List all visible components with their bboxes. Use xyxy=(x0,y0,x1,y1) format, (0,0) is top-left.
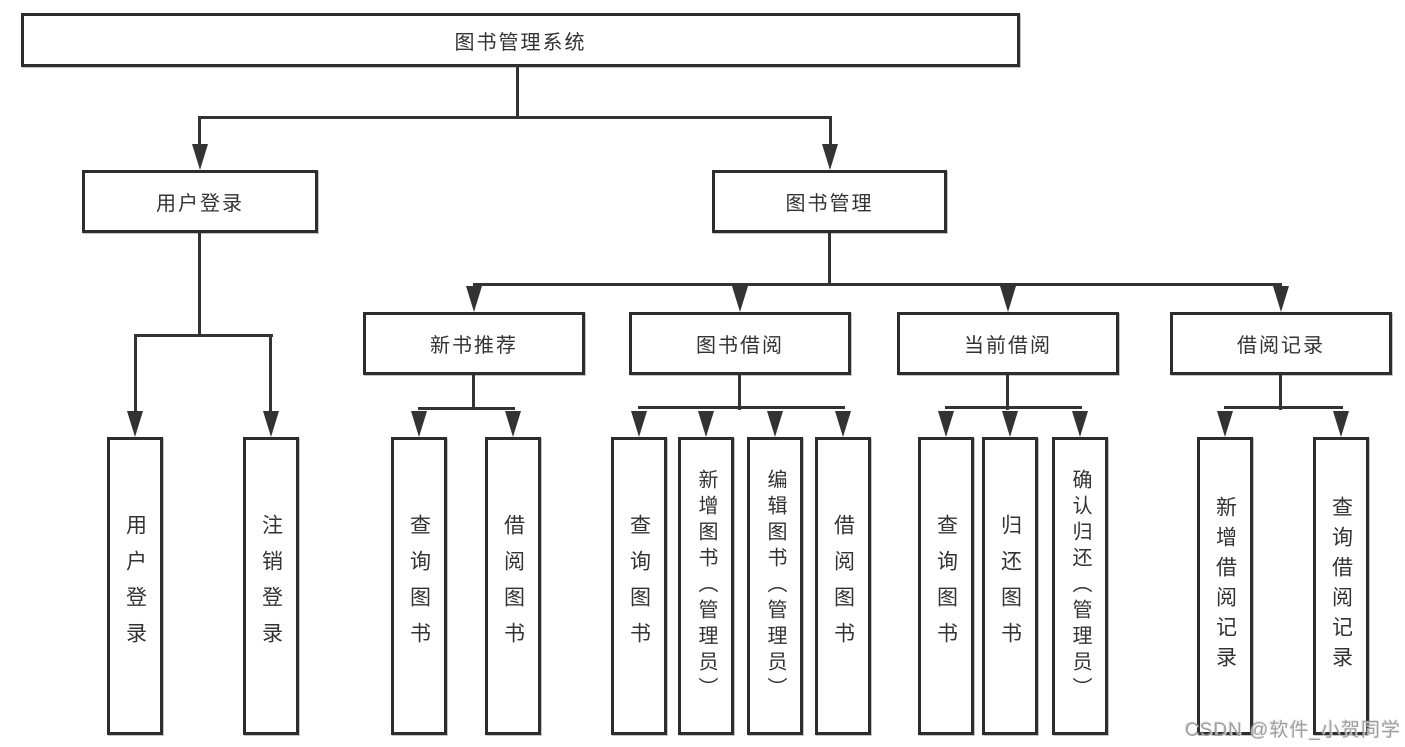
arrow-down-icon xyxy=(192,144,208,170)
arrow-down-icon xyxy=(1217,411,1233,437)
node-borrow-records: 借阅记录 xyxy=(1170,312,1392,375)
arrow-down-icon xyxy=(127,411,143,437)
node-user-login: 用户登录 xyxy=(82,170,318,233)
connector-line xyxy=(134,334,137,414)
connector-line xyxy=(945,406,1082,409)
leaf-borrowing-edit-books-admin: 编辑图书（管理员） xyxy=(747,437,803,735)
arrow-down-icon xyxy=(631,411,647,437)
arrow-down-icon xyxy=(1000,286,1016,312)
leaf-records-query-borrow-record: 查询借阅记录 xyxy=(1313,437,1369,735)
leaf-current-query-books: 查询图书 xyxy=(918,437,974,735)
connector-line xyxy=(472,375,475,410)
arrow-down-icon xyxy=(1002,411,1018,437)
arrow-down-icon xyxy=(1333,411,1349,437)
arrow-down-icon xyxy=(732,286,748,312)
node-current-borrowing: 当前借阅 xyxy=(897,312,1119,375)
connector-line xyxy=(418,407,515,410)
arrow-down-icon xyxy=(1072,411,1088,437)
node-book-management: 图书管理 xyxy=(712,170,947,233)
csdn-watermark: CSDN @软件_小贺同学 xyxy=(1185,720,1401,741)
arrow-down-icon xyxy=(466,286,482,312)
leaf-borrowing-borrow-books: 借阅图书 xyxy=(815,437,871,735)
connector-line xyxy=(828,233,831,286)
connector-line xyxy=(638,406,845,409)
connector-line xyxy=(738,375,741,410)
arrow-down-icon xyxy=(1273,286,1289,312)
leaf-borrowing-query-books: 查询图书 xyxy=(611,437,667,735)
arrow-down-icon xyxy=(411,411,427,437)
arrow-down-icon xyxy=(263,411,279,437)
leaf-user-login: 用户登录 xyxy=(107,437,163,735)
connector-line xyxy=(1224,406,1343,409)
node-library-system: 图书管理系统 xyxy=(21,13,1020,67)
connector-line xyxy=(829,116,832,148)
leaf-current-confirm-return-admin: 确认归还（管理员） xyxy=(1052,437,1108,735)
connector-line xyxy=(473,283,1282,286)
node-book-borrowing: 图书借阅 xyxy=(629,312,851,375)
arrow-down-icon xyxy=(938,411,954,437)
leaf-current-return-books: 归还图书 xyxy=(982,437,1038,735)
arrow-down-icon xyxy=(767,411,783,437)
connector-line xyxy=(516,65,519,119)
connector-line xyxy=(269,334,272,414)
arrow-down-icon xyxy=(505,411,521,437)
leaf-recommend-query-books: 查询图书 xyxy=(391,437,447,735)
arrow-down-icon xyxy=(822,144,838,170)
leaf-recommend-borrow-books: 借阅图书 xyxy=(485,437,541,735)
connector-line xyxy=(134,334,273,337)
arrow-down-icon xyxy=(698,411,714,437)
connector-line xyxy=(198,116,832,119)
connector-line xyxy=(198,116,201,148)
leaf-borrowing-add-books-admin: 新增图书（管理员） xyxy=(678,437,734,735)
leaf-logout: 注销登录 xyxy=(243,437,299,735)
leaf-records-add-borrow-record: 新增借阅记录 xyxy=(1197,437,1253,735)
connector-line xyxy=(198,233,201,337)
connector-line xyxy=(1279,375,1282,410)
arrow-down-icon xyxy=(835,411,851,437)
connector-line xyxy=(1006,375,1009,410)
node-new-book-recommend: 新书推荐 xyxy=(363,312,585,375)
